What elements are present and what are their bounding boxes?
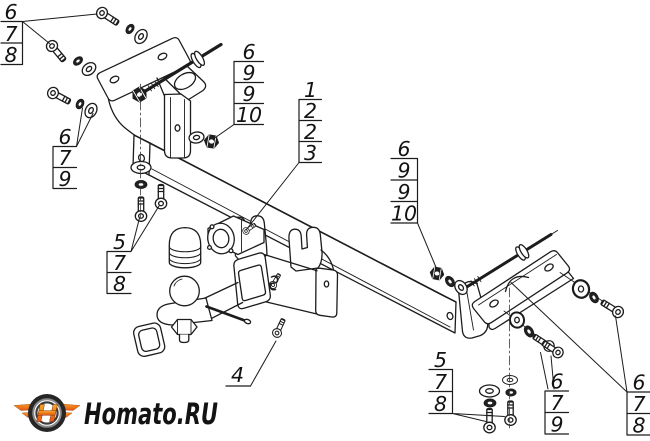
callout-number: 9 (397, 159, 410, 183)
hitch-ball (169, 275, 200, 307)
callout-number: 6 (58, 125, 71, 149)
callout-top-left: 6 7 8 (0, 0, 24, 67)
lock-washer (123, 22, 137, 36)
hardware-bottom-right (478, 375, 518, 434)
leader-br-mid (540, 352, 555, 390)
callout-number: 9 (242, 82, 255, 106)
lock-washer (483, 398, 497, 408)
callout-number: 6 (4, 0, 17, 24)
ball-cover (168, 226, 202, 269)
bolt (504, 400, 517, 426)
bracket-strap (457, 280, 489, 339)
bolt (44, 84, 74, 108)
callout-left-mid: 6 7 9 (52, 125, 78, 191)
lock-washer (74, 97, 86, 111)
left-mounting-bracket (96, 36, 207, 159)
callout-number: 7 (58, 146, 71, 170)
callout-number: 9 (58, 167, 71, 191)
leader-top-center (213, 124, 235, 139)
callout-number: 8 (113, 272, 126, 296)
logo-text: Homato.RU (84, 397, 218, 431)
bolt (93, 4, 122, 29)
leader-center (245, 162, 300, 231)
leader-br-inner (452, 413, 505, 422)
callout-number: 8 (4, 43, 17, 67)
fork-plate-right (288, 226, 323, 272)
flat-washer (79, 59, 99, 79)
callout-number: 10 (391, 202, 417, 226)
bolt-item-4 (270, 316, 289, 340)
callout-number: 6 (242, 40, 255, 64)
flat-washer (502, 375, 518, 385)
right-mounting-bracket (457, 250, 575, 339)
callout-number: 9 (242, 61, 255, 85)
leader-lines (22, 13, 628, 422)
lock-washer (71, 54, 85, 68)
bolt (598, 296, 627, 321)
logo: Homato.RU (13, 394, 218, 432)
left-through-stud (129, 42, 223, 105)
centerlines (140, 83, 510, 429)
callout-center: 1 2 2 3 (298, 78, 323, 165)
flat-washer (130, 160, 152, 175)
bolt (154, 183, 168, 210)
hardware-tube-nut-left (187, 130, 221, 150)
callout-number: 7 (113, 251, 126, 275)
leader-left-mid (76, 107, 94, 147)
callout-bottom-left: 5 7 8 (106, 230, 132, 296)
callout-bottom-right-outer: 6 7 8 (626, 371, 650, 438)
lock-washer (134, 179, 148, 190)
callout-bottom-right-mid: 6 7 9 (544, 370, 570, 437)
callout-number: 5 (434, 348, 447, 372)
callout-number: 8 (632, 414, 645, 438)
leader-top-left (22, 13, 98, 44)
hex-nut (428, 266, 446, 281)
callout-number: 9 (550, 413, 563, 437)
leader-bottom-left (130, 205, 160, 252)
ball-mount (156, 275, 279, 344)
callout-number: 10 (236, 103, 262, 127)
leader-item-4 (250, 340, 277, 387)
retainer-clip (269, 275, 279, 291)
callout-number: 5 (113, 230, 126, 254)
callout-number: 7 (434, 370, 447, 394)
callout-number: 8 (434, 392, 447, 416)
callout-number: 3 (304, 141, 317, 165)
hardware-below-right-bracket (503, 310, 566, 361)
callout-number: 7 (4, 22, 17, 46)
callout-number: 6 (550, 370, 563, 394)
hitch-pin (205, 305, 248, 323)
callout-bottom-right-inner: 5 7 8 (428, 348, 454, 416)
callout-number: 1 (304, 78, 317, 102)
callout-right-mid: 6 9 9 10 (390, 137, 419, 226)
callout-top-center: 6 9 9 10 (233, 40, 265, 127)
leader-br-outer (510, 282, 628, 393)
lock-washer (505, 388, 517, 397)
callout-number: 2 (304, 120, 317, 144)
callout-item-4: 4 (225, 363, 252, 387)
bolt (483, 407, 496, 434)
callout-number: 2 (304, 99, 317, 123)
callout-number: 6 (632, 371, 645, 395)
logo-h-icon (36, 404, 58, 422)
callout-number: 6 (397, 137, 410, 161)
callout-number: 4 (231, 363, 244, 387)
callout-number: 9 (397, 180, 410, 204)
end-plate (315, 267, 339, 318)
tube-right-hole (446, 311, 454, 321)
flat-washer (478, 384, 501, 398)
flange-oval-hole (173, 71, 197, 91)
ball-nut (170, 318, 198, 336)
leader-right-mid (417, 222, 437, 269)
bolt (134, 196, 148, 222)
right-through-stud (466, 230, 558, 288)
receiver-cap (133, 322, 166, 358)
ball-platform (156, 297, 213, 326)
callout-number: 7 (550, 391, 563, 415)
hardware-right-side (559, 272, 627, 321)
callout-number: 7 (632, 392, 645, 416)
flat-washer (131, 26, 151, 47)
